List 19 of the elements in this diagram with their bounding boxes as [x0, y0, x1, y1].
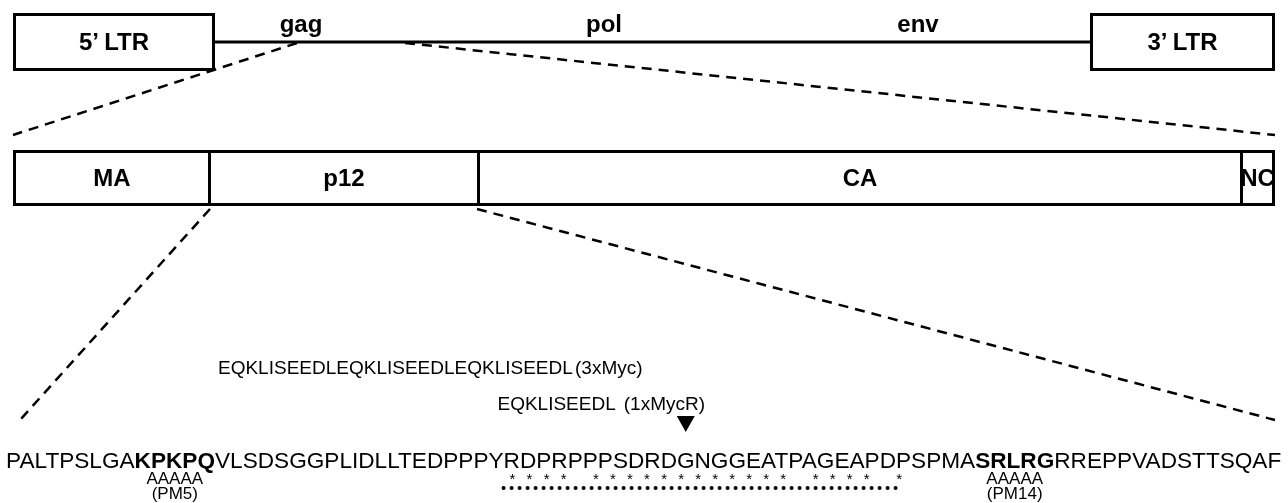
gene-label: pol: [586, 12, 622, 36]
ltr-box: 5’ LTR: [13, 13, 215, 71]
tag-sequence: EQKLISEEDL: [497, 394, 616, 413]
mutation-sequence: AAAAA: [986, 470, 1044, 487]
mutant-name: (PM14): [986, 485, 1043, 502]
mutant-name: (PM5): [151, 485, 198, 502]
protein-sequence: PALTPSLGAKPKPQVLSDSGGPLIDLLTEDPPPYRDPRPPPSDRDGNGGEATPAGEAPDPSPMASRLRGRREPPVADSTTSQAF: [6, 450, 1282, 473]
gene-label: gag: [279, 12, 323, 36]
protein-domain-box: p12: [208, 150, 480, 206]
protein-domain-box: CA: [477, 150, 1243, 206]
tag-name: (3xMyc): [575, 358, 643, 377]
tag-sequence: EQKLISEEDLEQKLISEEDLEQKLISEEDL: [218, 358, 573, 377]
conservation-marks: * * * * * * * * * * * * * * * * * * * * *: [509, 471, 906, 486]
tag-name: (1xMycR): [623, 394, 706, 413]
ltr-box: 3’ LTR: [1090, 13, 1275, 71]
protein-domain-box: MA: [13, 150, 211, 206]
gene-label: env: [897, 12, 939, 36]
genome-line: [215, 40, 1090, 44]
mutation-sequence: AAAAA: [146, 470, 204, 487]
